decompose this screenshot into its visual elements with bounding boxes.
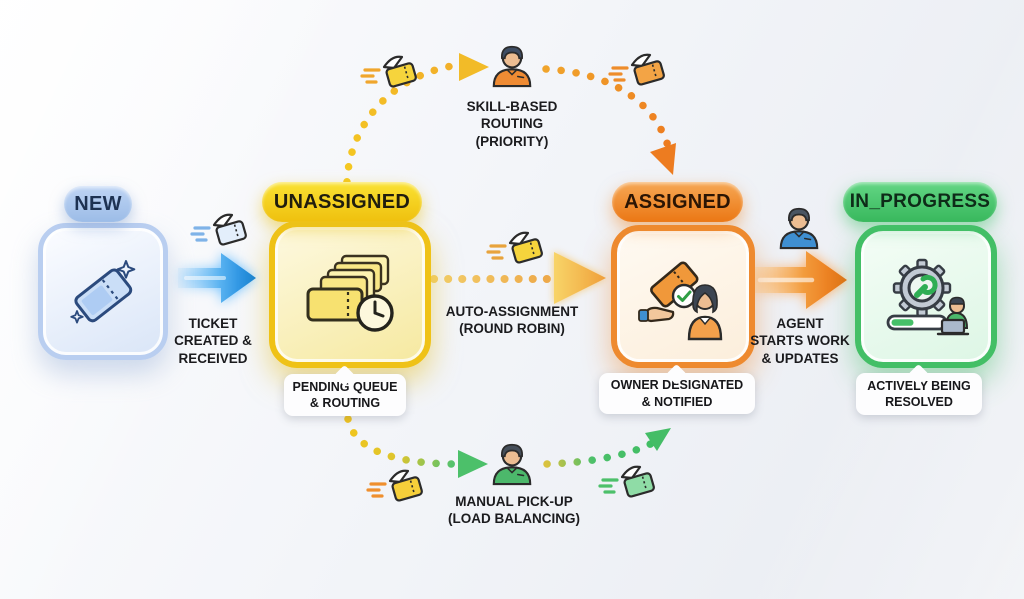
state-note-assigned: OWNER DESIGNATED & NOTIFIED <box>599 373 755 414</box>
transition-label-manual-pickup: MANUAL PICK-UP (LOAD BALANCING) <box>448 494 580 527</box>
state-badge-assigned: ASSIGNED <box>612 182 743 222</box>
transition-label-ticket-created: TICKET CREATED & RECEIVED <box>174 316 252 366</box>
progress-bar <box>886 314 948 330</box>
flying-ticket-icon <box>190 213 249 247</box>
flying-ticket-icon <box>608 53 667 87</box>
state-note-unassigned: PENDING QUEUE & ROUTING <box>284 374 406 416</box>
transition-label-skill-based-routing: SKILL-BASED ROUTING (PRIORITY) <box>466 99 558 149</box>
flying-ticket-icon <box>486 231 545 265</box>
manual-pickup-arrowhead-end <box>645 428 671 451</box>
gear-wrench-progress-icon <box>886 258 970 335</box>
routing-agent-icon <box>492 45 532 88</box>
flying-ticket-icon <box>360 55 419 89</box>
state-note-in-progress: ACTIVELY BEING RESOLVED <box>856 373 982 415</box>
state-box-assigned <box>611 225 755 368</box>
state-box-in-progress <box>855 225 997 368</box>
pickup-agent-icon <box>492 443 532 486</box>
transition-label-auto-assignment: AUTO-ASSIGNMENT (ROUND ROBIN) <box>445 304 579 337</box>
skill-routing-arrowhead-end <box>650 143 676 175</box>
state-box-new <box>38 223 168 360</box>
skill-routing-arc-right <box>542 65 672 150</box>
skill-routing-arrowhead-mid <box>459 53 489 81</box>
gear <box>892 258 952 317</box>
ticket-queue-clock-icon <box>306 254 394 332</box>
flying-ticket-icon <box>598 465 657 499</box>
state-badge-new: NEW <box>64 186 132 222</box>
skill-routing-arc-left <box>343 62 456 201</box>
auto-assignment-arrowhead <box>554 252 606 304</box>
manual-pickup-arc-left <box>344 415 456 468</box>
manual-pickup-arrowhead-mid <box>458 450 488 478</box>
manual-pickup-arc-right <box>543 436 662 468</box>
agent-at-laptop <box>936 296 970 335</box>
state-badge-in-progress: IN_PROGRESS <box>843 182 997 222</box>
sparkling-ticket-icon <box>70 259 136 323</box>
ticket-owner-check-icon <box>638 261 723 340</box>
working-agent-icon <box>779 207 819 250</box>
transition-label-agent-starts-work: AGENT STARTS WORK & UPDATES <box>750 316 850 366</box>
flying-ticket-icon <box>366 469 425 503</box>
state-badge-unassigned: UNASSIGNED <box>262 182 422 222</box>
state-box-unassigned <box>269 221 431 368</box>
